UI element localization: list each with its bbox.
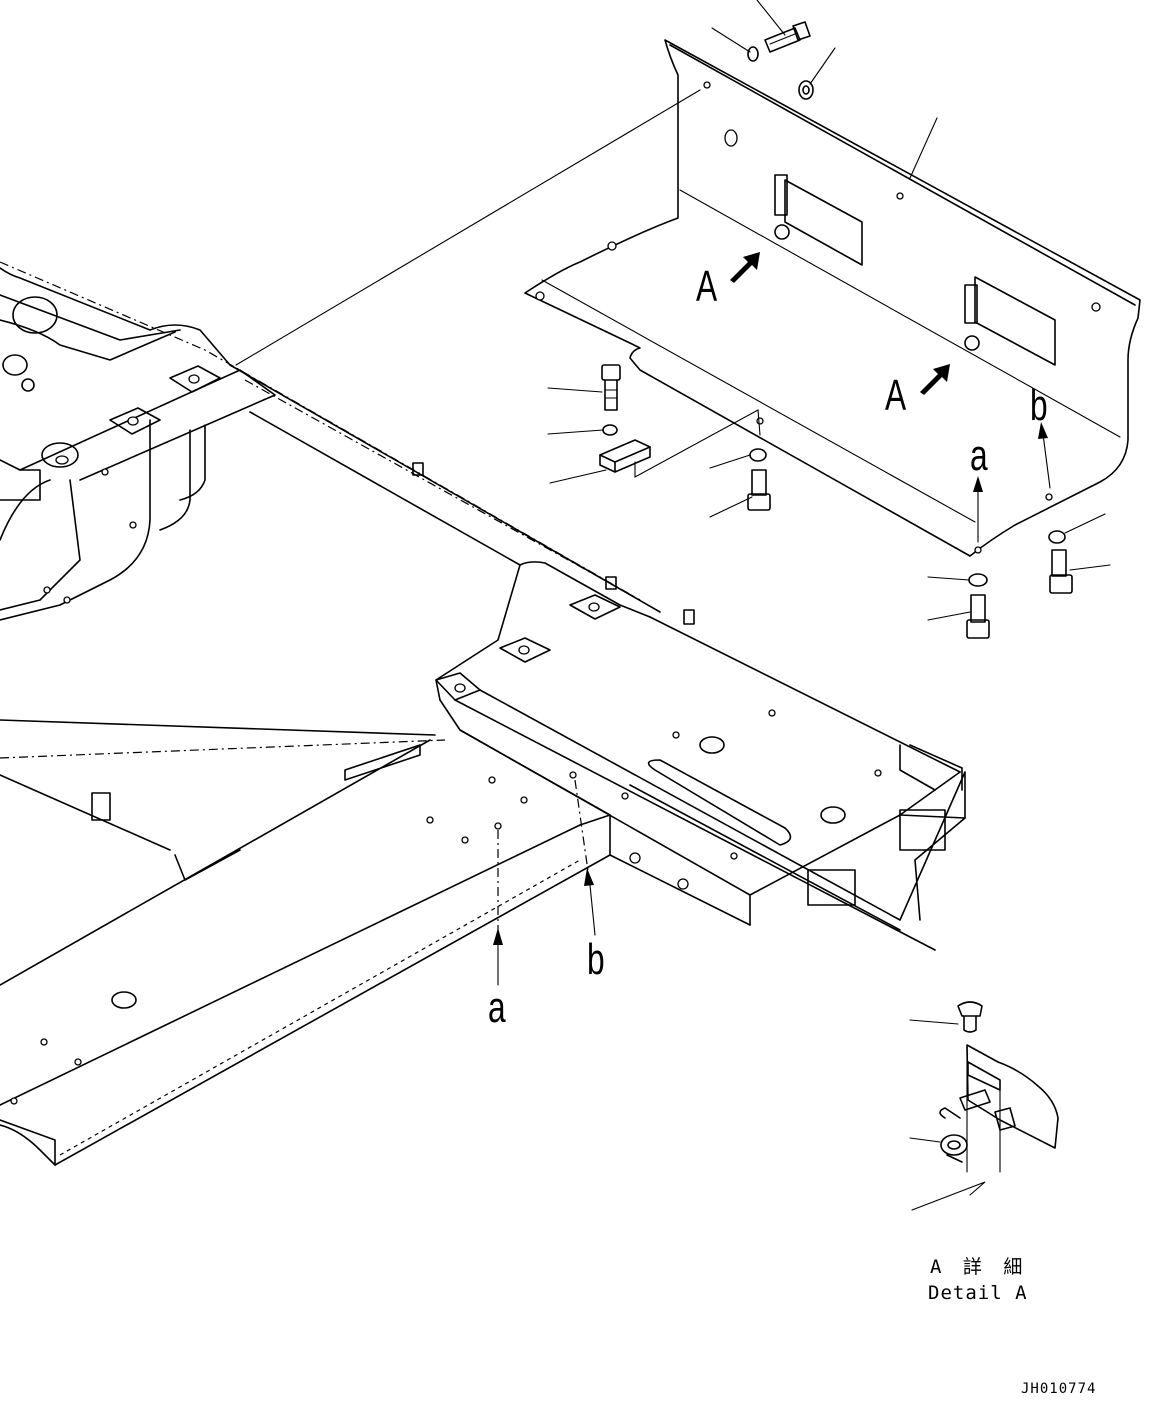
drawing-code: JH010774 xyxy=(1021,1381,1097,1397)
arrow-label-b: b xyxy=(1030,381,1048,430)
view-label-a: A xyxy=(885,371,907,420)
arrow-b-upper xyxy=(1038,422,1051,489)
left-bolt xyxy=(601,364,621,411)
right-bolt xyxy=(747,469,771,511)
top-bolt xyxy=(764,21,811,53)
washer xyxy=(1048,530,1066,544)
detail-title-en: Detail A xyxy=(928,1282,1028,1304)
washer xyxy=(798,80,814,100)
view-arrow-icon xyxy=(730,252,760,283)
arrow-b-lower xyxy=(574,779,596,936)
arrow-a-lower xyxy=(493,830,503,986)
washer xyxy=(749,448,767,462)
detail-a-drawing xyxy=(909,1001,1059,1211)
bottom-bolt xyxy=(966,594,990,639)
lower-frame xyxy=(0,689,966,1166)
leader-lines xyxy=(235,0,1111,621)
middle-frame xyxy=(244,379,961,773)
washer xyxy=(602,424,618,436)
side-bolt xyxy=(1049,549,1073,594)
detail-title-jp: A 詳 細 xyxy=(930,1256,1024,1278)
spacer-block xyxy=(599,439,651,473)
view-arrow-icon xyxy=(920,364,950,395)
arrow-label-a: a xyxy=(488,983,506,1032)
washer xyxy=(968,573,988,587)
view-label-a: A xyxy=(696,262,718,311)
under-cover-plate xyxy=(524,39,1141,557)
washer xyxy=(747,46,759,62)
arrow-a-upper xyxy=(973,476,983,543)
upper-frame xyxy=(0,261,661,621)
arrow-label-a: a xyxy=(970,431,988,480)
arrow-label-b: b xyxy=(587,935,605,984)
